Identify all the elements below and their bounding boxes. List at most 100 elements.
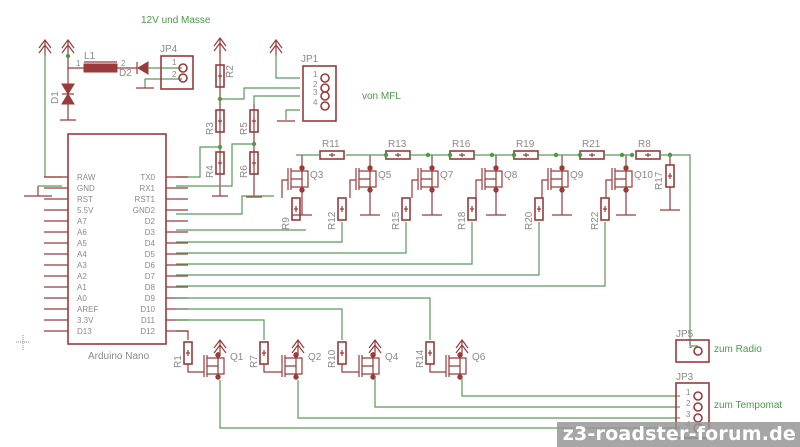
mosfet-q9 bbox=[547, 165, 572, 216]
wire-d7 bbox=[176, 222, 540, 276]
pin-num: 2 bbox=[121, 59, 126, 68]
wire-raw bbox=[44, 55, 62, 178]
jp4-pin bbox=[178, 73, 188, 83]
junction bbox=[511, 152, 517, 158]
connector-jp4 bbox=[160, 55, 194, 90]
mosfet-q10 bbox=[611, 165, 636, 216]
pin-num: 1 bbox=[172, 58, 177, 67]
supply-arrow-icon bbox=[61, 39, 75, 56]
resistor-r11 bbox=[319, 150, 345, 160]
label-r17: R17 bbox=[654, 171, 665, 190]
arduino-label: Arduino Nano bbox=[88, 351, 150, 362]
arduino-nano bbox=[67, 133, 167, 345]
label-r16: R16 bbox=[452, 139, 471, 150]
label-q1: Q1 bbox=[230, 352, 244, 363]
arduino-pin-5.5v: 5.5V bbox=[77, 206, 94, 215]
wire-jp1-4 bbox=[285, 109, 300, 120]
wire-d10 bbox=[176, 308, 343, 340]
jp3-pin bbox=[693, 413, 703, 423]
label-q5: Q5 bbox=[378, 170, 392, 181]
arduino-pin-rst1: RST1 bbox=[135, 195, 156, 204]
arduino-pin-a1: A1 bbox=[77, 283, 87, 292]
arduino-pin-d12: D12 bbox=[140, 327, 155, 336]
label-r6: R6 bbox=[239, 165, 250, 178]
label-r15: R15 bbox=[391, 211, 402, 230]
pin-num: 1 bbox=[686, 388, 691, 397]
pin-num: 2 bbox=[313, 80, 318, 89]
jp5-pin bbox=[693, 346, 703, 356]
label-r5: R5 bbox=[239, 122, 250, 135]
label-r11: R11 bbox=[322, 139, 340, 150]
wire-d8 bbox=[176, 222, 606, 287]
arduino-pin-a6: A6 bbox=[77, 228, 87, 237]
resistor-r3 bbox=[215, 109, 225, 133]
ground-symbol bbox=[24, 186, 52, 197]
arduino-pin-rx1: RX1 bbox=[139, 184, 155, 193]
label-r19: R19 bbox=[516, 139, 535, 150]
supply-arrow-icon bbox=[269, 39, 283, 56]
diode-d2 bbox=[136, 61, 149, 75]
pin-num: 4 bbox=[313, 98, 318, 107]
junction bbox=[383, 152, 389, 158]
label-r12: R12 bbox=[327, 211, 338, 230]
label-q9: Q9 bbox=[570, 170, 584, 181]
junction bbox=[65, 53, 71, 59]
jp1-pin bbox=[320, 83, 330, 93]
mosfet-q7 bbox=[417, 165, 442, 216]
wire-jp1-3 bbox=[253, 95, 300, 104]
mosfet-q4 bbox=[358, 352, 380, 380]
label-r1: R1 bbox=[173, 355, 184, 368]
mosfet-q2 bbox=[281, 352, 303, 380]
jp1-pin bbox=[320, 91, 330, 101]
arduino-pin-tx0: TX0 bbox=[140, 173, 155, 182]
pin-num: 1 bbox=[76, 59, 81, 68]
arduino-pin-a2: A2 bbox=[77, 272, 87, 281]
label-jp5: JP5 bbox=[676, 329, 694, 340]
resistor-r16 bbox=[449, 150, 475, 160]
label-r14: R14 bbox=[415, 349, 426, 368]
resistor-r10 bbox=[337, 341, 347, 365]
arduino-pin-a4: A4 bbox=[77, 250, 87, 259]
resistor-r14 bbox=[425, 341, 435, 365]
arduino-pin-d2: D2 bbox=[145, 217, 156, 226]
resistor-r1 bbox=[183, 341, 193, 365]
label-r20: R20 bbox=[524, 211, 535, 230]
wire-d2 bbox=[176, 195, 274, 215]
arduino-pin-d7: D7 bbox=[145, 272, 156, 281]
label-r13: R13 bbox=[388, 139, 407, 150]
net-label-mfl: von MFL bbox=[362, 91, 401, 102]
wire-d12 bbox=[176, 330, 189, 340]
arduino-pin-3.3v: 3.3V bbox=[77, 316, 94, 325]
label-r4: R4 bbox=[205, 165, 216, 178]
label-q8: Q8 bbox=[504, 170, 518, 181]
junction bbox=[447, 152, 453, 158]
arduino-pin-a3: A3 bbox=[77, 261, 87, 270]
label-q6: Q6 bbox=[472, 352, 486, 363]
resistor-r2 bbox=[215, 64, 225, 88]
wire-d11 bbox=[176, 319, 265, 340]
junction bbox=[629, 152, 635, 158]
resistor-r5 bbox=[249, 109, 259, 133]
arduino-pin-d13: D13 bbox=[77, 327, 92, 336]
arduino-pin-d11: D11 bbox=[141, 316, 156, 325]
junction bbox=[577, 152, 583, 158]
label-q2: Q2 bbox=[308, 352, 322, 363]
mosfet-q1 bbox=[203, 352, 225, 380]
jp1-pin bbox=[320, 101, 330, 111]
label-jp1: JP1 bbox=[301, 54, 319, 65]
wire-q4-jp3 bbox=[374, 378, 680, 408]
d1-tvs-diode bbox=[61, 83, 75, 105]
pin-num: 2 bbox=[172, 70, 177, 79]
pin-num: 3 bbox=[313, 88, 318, 97]
arduino-pin-gnd: GND bbox=[77, 184, 95, 193]
resistor-r18 bbox=[467, 197, 477, 221]
origin-cross bbox=[16, 335, 30, 350]
jp1-pin bbox=[320, 73, 330, 83]
resistor-r12 bbox=[337, 197, 347, 221]
label-r10: R10 bbox=[327, 349, 338, 368]
label-d2: D2 bbox=[119, 68, 132, 79]
wire-jp1-2 bbox=[220, 87, 300, 100]
label-r9: R9 bbox=[281, 217, 292, 230]
inductor-l1 bbox=[83, 63, 118, 73]
junction bbox=[425, 152, 431, 158]
